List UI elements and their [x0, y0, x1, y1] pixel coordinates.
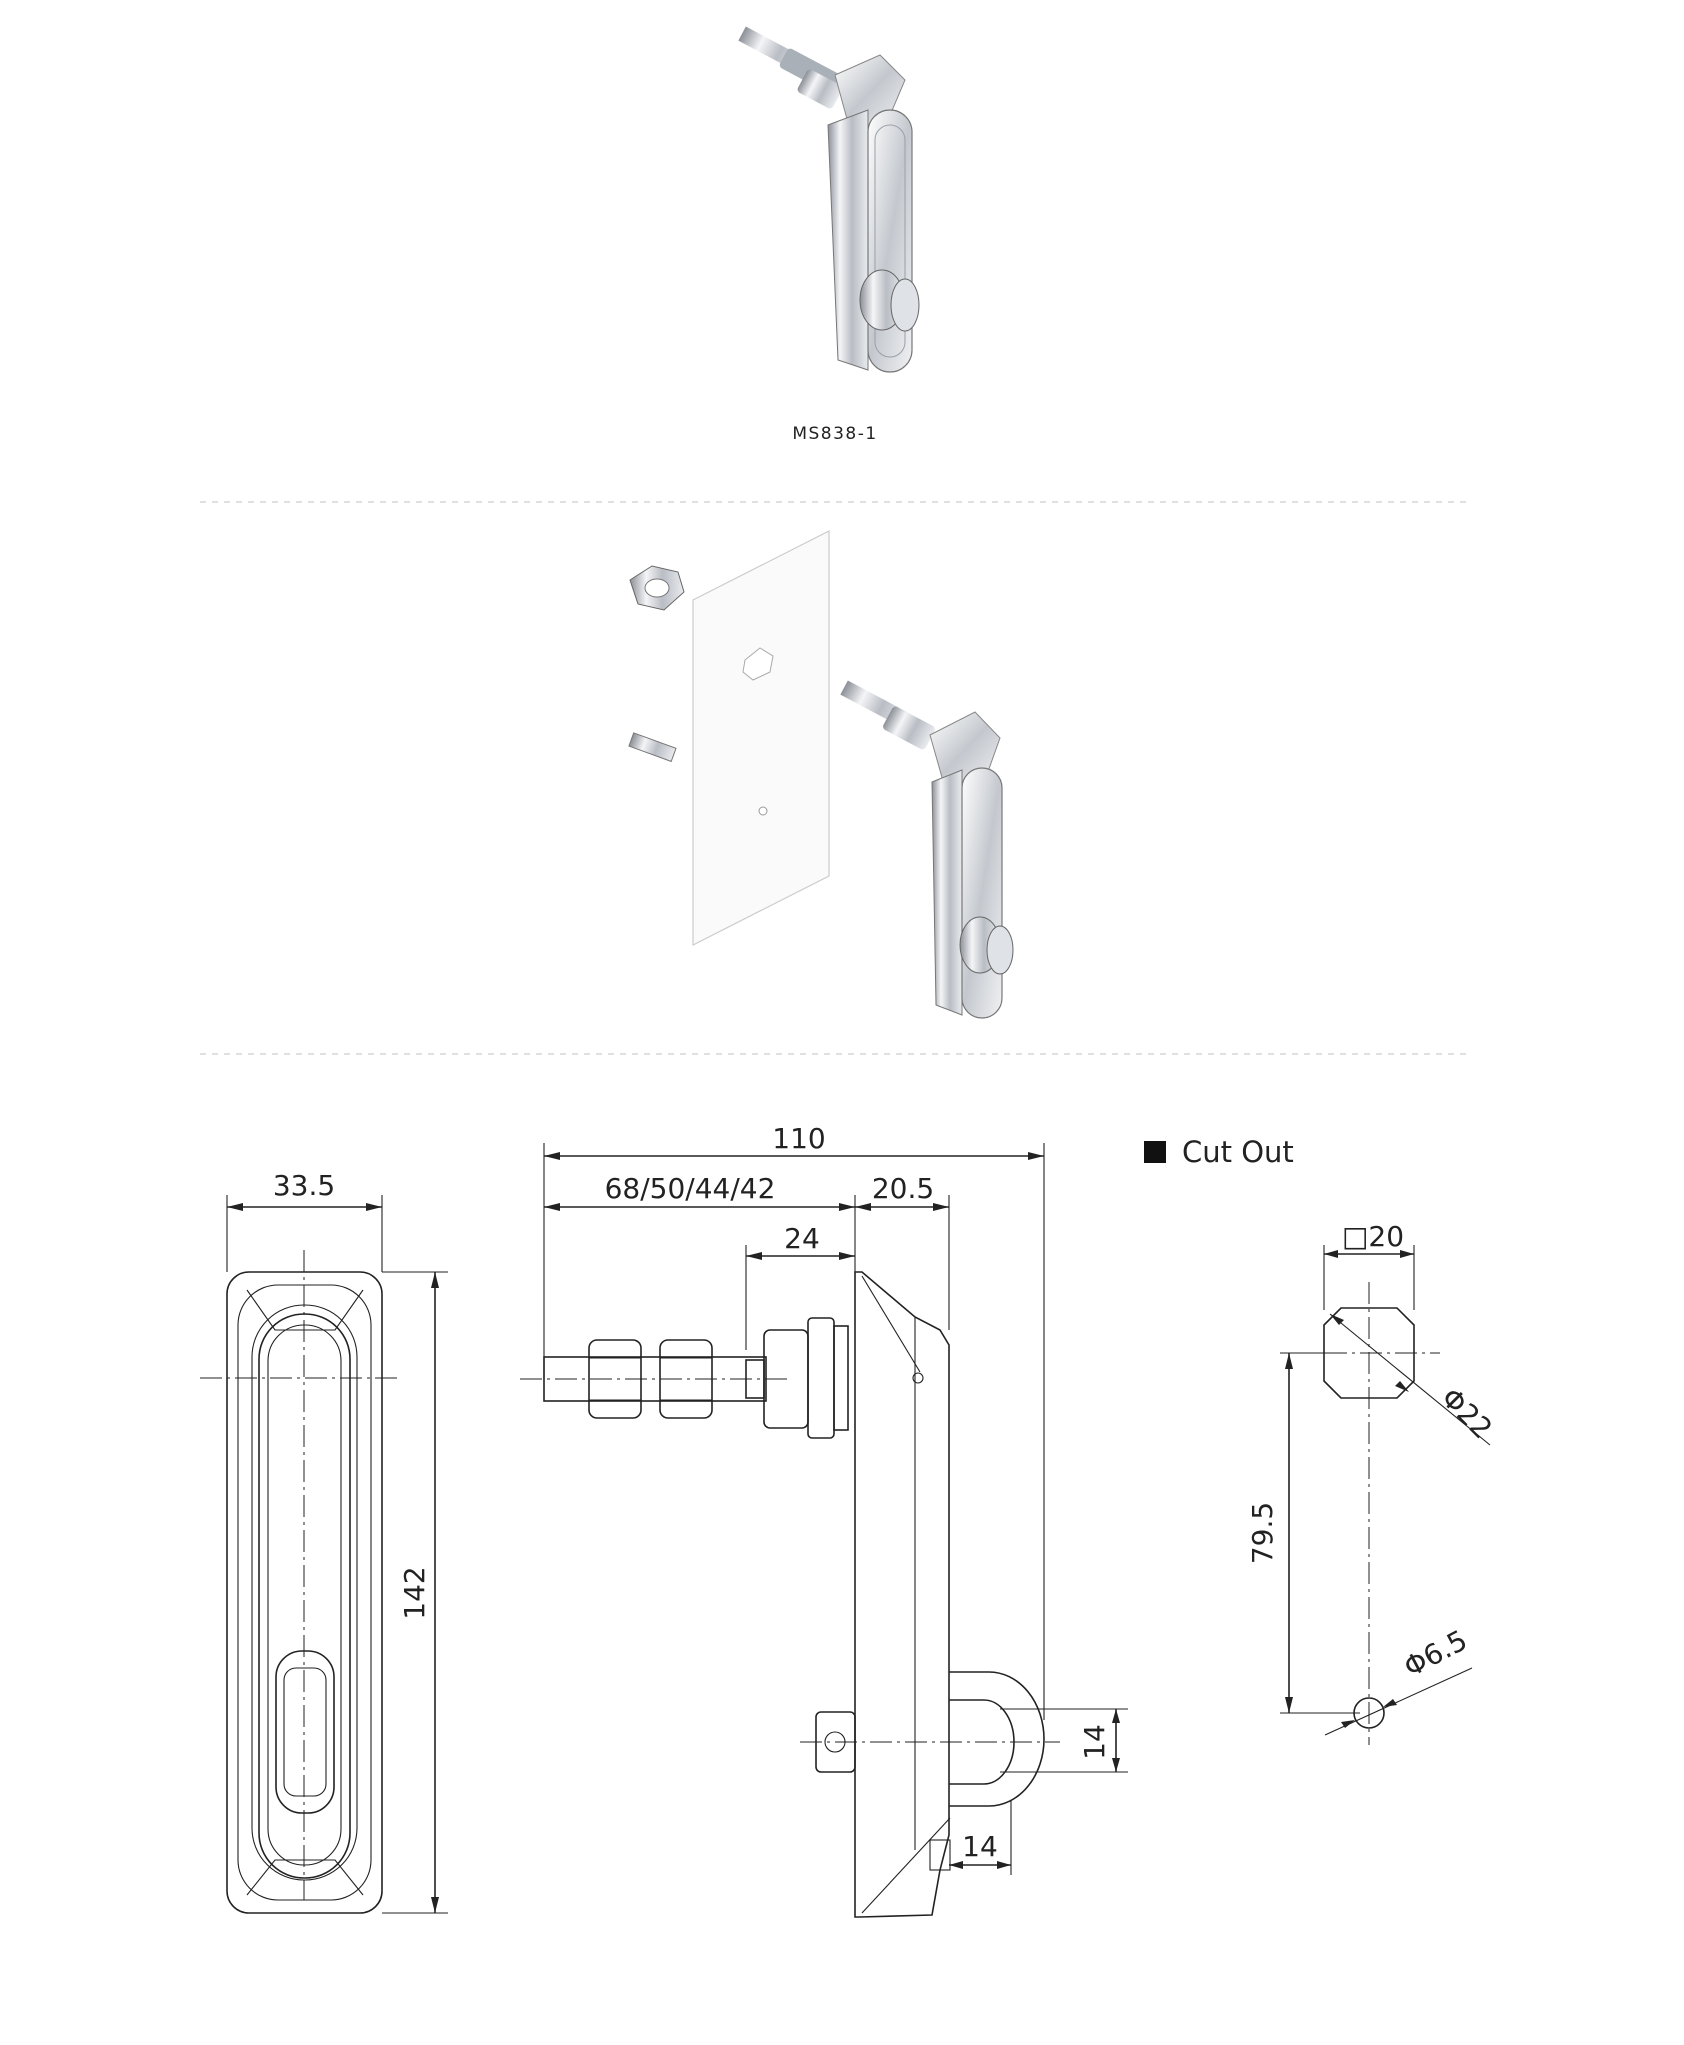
- cam-width-dim: 14: [962, 1830, 998, 1863]
- cut-out-title: Cut Out: [1182, 1135, 1294, 1169]
- assembly-image: [628, 530, 1014, 1019]
- panel-plate: [692, 530, 830, 946]
- front-height-dim: 142: [398, 1566, 431, 1619]
- front-width-dim: 33.5: [273, 1169, 335, 1202]
- cut-out-marker: [1144, 1141, 1166, 1163]
- screw: [628, 732, 677, 763]
- overall-length-dim: 110: [772, 1122, 825, 1155]
- front-view-drawing: [200, 1195, 448, 1914]
- stud-length-dim: 68/50/44/42: [605, 1172, 776, 1205]
- product-image-handle: [738, 26, 920, 373]
- cut-out-drawing: [1280, 1245, 1491, 1745]
- side-view-drawing: [520, 1143, 1128, 1918]
- handle-depth-dim: 20.5: [872, 1172, 934, 1205]
- nut-dim: 24: [784, 1222, 820, 1255]
- cut-out-diameter-small: Φ6.5: [1398, 1623, 1472, 1683]
- cut-out-diameter-large: Φ22: [1435, 1381, 1499, 1445]
- product-model-label: MS838-1: [792, 424, 877, 444]
- cut-out-spacing-dim: 79.5: [1246, 1502, 1279, 1564]
- cam-height-dim: 14: [1078, 1724, 1111, 1760]
- cut-out-square-dim: □20: [1342, 1220, 1404, 1253]
